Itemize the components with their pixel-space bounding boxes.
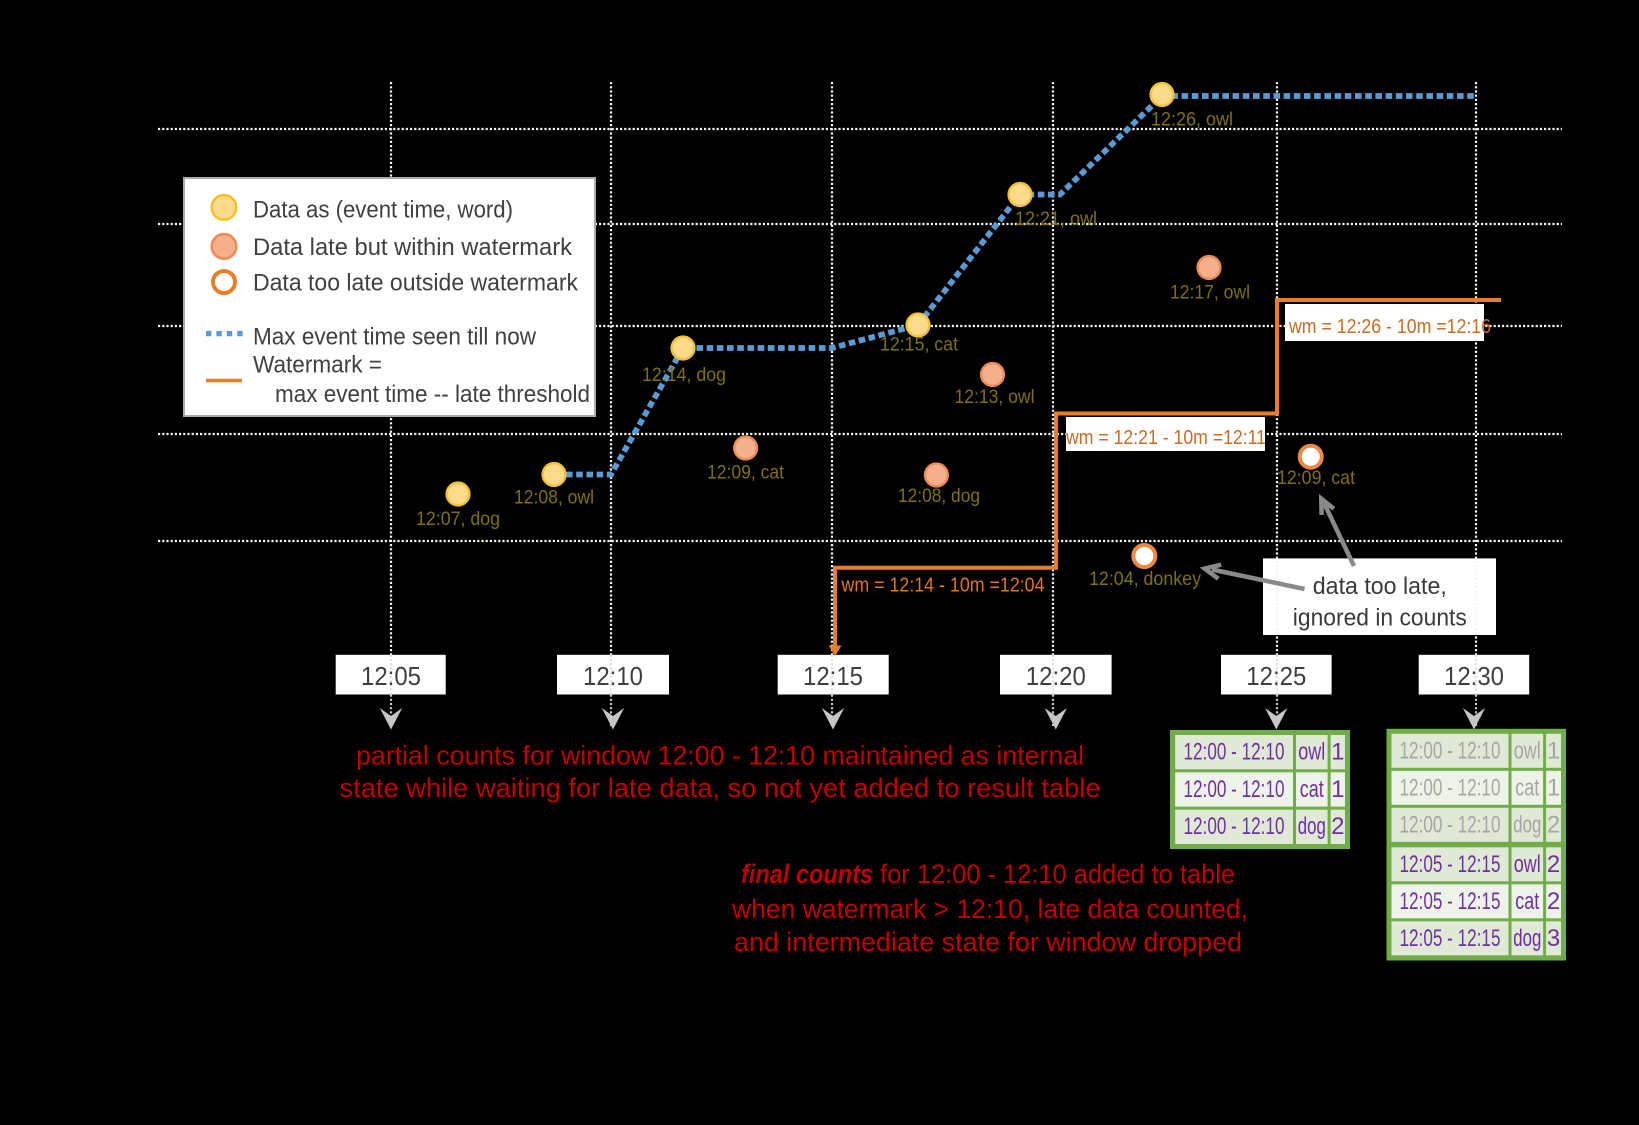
svg-text:12:14, dog: 12:14, dog — [642, 365, 726, 386]
svg-text:1: 1 — [1331, 739, 1344, 766]
svg-text:when watermark > 12:10, late d: when watermark > 12:10, late data counte… — [731, 894, 1248, 924]
svg-text:12:17, owl: 12:17, owl — [1170, 283, 1250, 304]
svg-text:12:00 - 12:10: 12:00 - 12:10 — [1184, 813, 1285, 840]
svg-text:12:21, owl: 12:21, owl — [1015, 209, 1097, 230]
svg-text:Data as (event time, word): Data as (event time, word) — [253, 196, 513, 223]
svg-text:12:04, donkey: 12:04, donkey — [1089, 569, 1201, 590]
svg-text:owl: owl — [1514, 737, 1541, 764]
svg-text:Data late but within watermark: Data late but within watermark — [253, 234, 573, 261]
svg-text:final counts for 12:00 - 12:10: final counts for 12:00 - 12:10 added to … — [741, 859, 1235, 889]
svg-text:1: 1 — [1547, 774, 1560, 801]
svg-text:12:08, dog: 12:08, dog — [898, 486, 980, 507]
svg-text:12:15, cat: 12:15, cat — [880, 335, 959, 356]
svg-text:owl: owl — [1514, 851, 1541, 878]
svg-text:cat: cat — [1300, 776, 1324, 803]
svg-text:2: 2 — [1547, 811, 1560, 838]
svg-text:max event time -- late thresho: max event time -- late threshold — [275, 381, 590, 408]
svg-text:data too late,: data too late, — [1313, 573, 1447, 600]
svg-text:and intermediate state for win: and intermediate state for window droppe… — [734, 927, 1242, 957]
svg-text:12:15: 12:15 — [803, 661, 863, 691]
svg-text:state while waiting for late d: state while waiting for late data, so no… — [340, 773, 1101, 803]
svg-text:12:07, dog: 12:07, dog — [416, 509, 500, 530]
svg-text:Max event time seen till now: Max event time seen till now — [253, 323, 537, 350]
svg-text:wm = 12:14 - 10m =12:04: wm = 12:14 - 10m =12:04 — [841, 575, 1045, 597]
svg-text:cat: cat — [1515, 888, 1539, 915]
svg-text:partial counts for window 12:0: partial counts for window 12:00 - 12:10 … — [356, 741, 1084, 771]
svg-text:12:30: 12:30 — [1444, 661, 1504, 691]
svg-text:cat: cat — [1515, 774, 1539, 801]
svg-text:12:00 - 12:10: 12:00 - 12:10 — [1184, 776, 1285, 803]
svg-text:Watermark =: Watermark = — [253, 352, 382, 379]
svg-text:2: 2 — [1547, 888, 1560, 915]
svg-text:12:00 - 12:10: 12:00 - 12:10 — [1400, 737, 1501, 764]
svg-text:2: 2 — [1547, 851, 1560, 878]
svg-text:12:00 - 12:10: 12:00 - 12:10 — [1400, 811, 1501, 838]
svg-text:12:09, cat: 12:09, cat — [707, 463, 785, 484]
svg-text:12:25: 12:25 — [1246, 661, 1306, 691]
svg-text:ignored in counts: ignored in counts — [1293, 605, 1467, 632]
svg-text:dog: dog — [1513, 811, 1541, 838]
svg-text:12:26, owl: 12:26, owl — [1151, 110, 1233, 131]
svg-text:12:05 - 12:15: 12:05 - 12:15 — [1400, 925, 1501, 952]
svg-text:owl: owl — [1298, 739, 1325, 766]
svg-text:12:05 - 12:15: 12:05 - 12:15 — [1400, 888, 1501, 915]
svg-text:wm = 12:21 - 10m =12:11: wm = 12:21 - 10m =12:11 — [1065, 427, 1266, 449]
svg-text:12:05: 12:05 — [361, 661, 421, 691]
svg-text:Data too late outside watermar: Data too late outside watermark — [253, 269, 579, 296]
svg-text:dog: dog — [1513, 925, 1541, 952]
svg-text:3: 3 — [1547, 925, 1560, 952]
svg-text:12:13, owl: 12:13, owl — [955, 387, 1035, 408]
svg-text:12:05 - 12:15: 12:05 - 12:15 — [1400, 851, 1501, 878]
svg-text:2: 2 — [1331, 813, 1344, 840]
svg-text:12:09, cat: 12:09, cat — [1277, 468, 1356, 489]
svg-text:12:10: 12:10 — [583, 661, 643, 691]
svg-text:wm = 12:26 - 10m =12:16: wm = 12:26 - 10m =12:16 — [1288, 316, 1491, 338]
svg-text:12:00 - 12:10: 12:00 - 12:10 — [1184, 739, 1285, 766]
svg-text:1: 1 — [1547, 737, 1560, 764]
svg-text:12:08, owl: 12:08, owl — [514, 488, 594, 509]
svg-text:1: 1 — [1331, 776, 1344, 803]
svg-text:dog: dog — [1298, 813, 1326, 840]
svg-text:12:20: 12:20 — [1026, 661, 1086, 691]
svg-text:12:00 - 12:10: 12:00 - 12:10 — [1400, 774, 1501, 801]
